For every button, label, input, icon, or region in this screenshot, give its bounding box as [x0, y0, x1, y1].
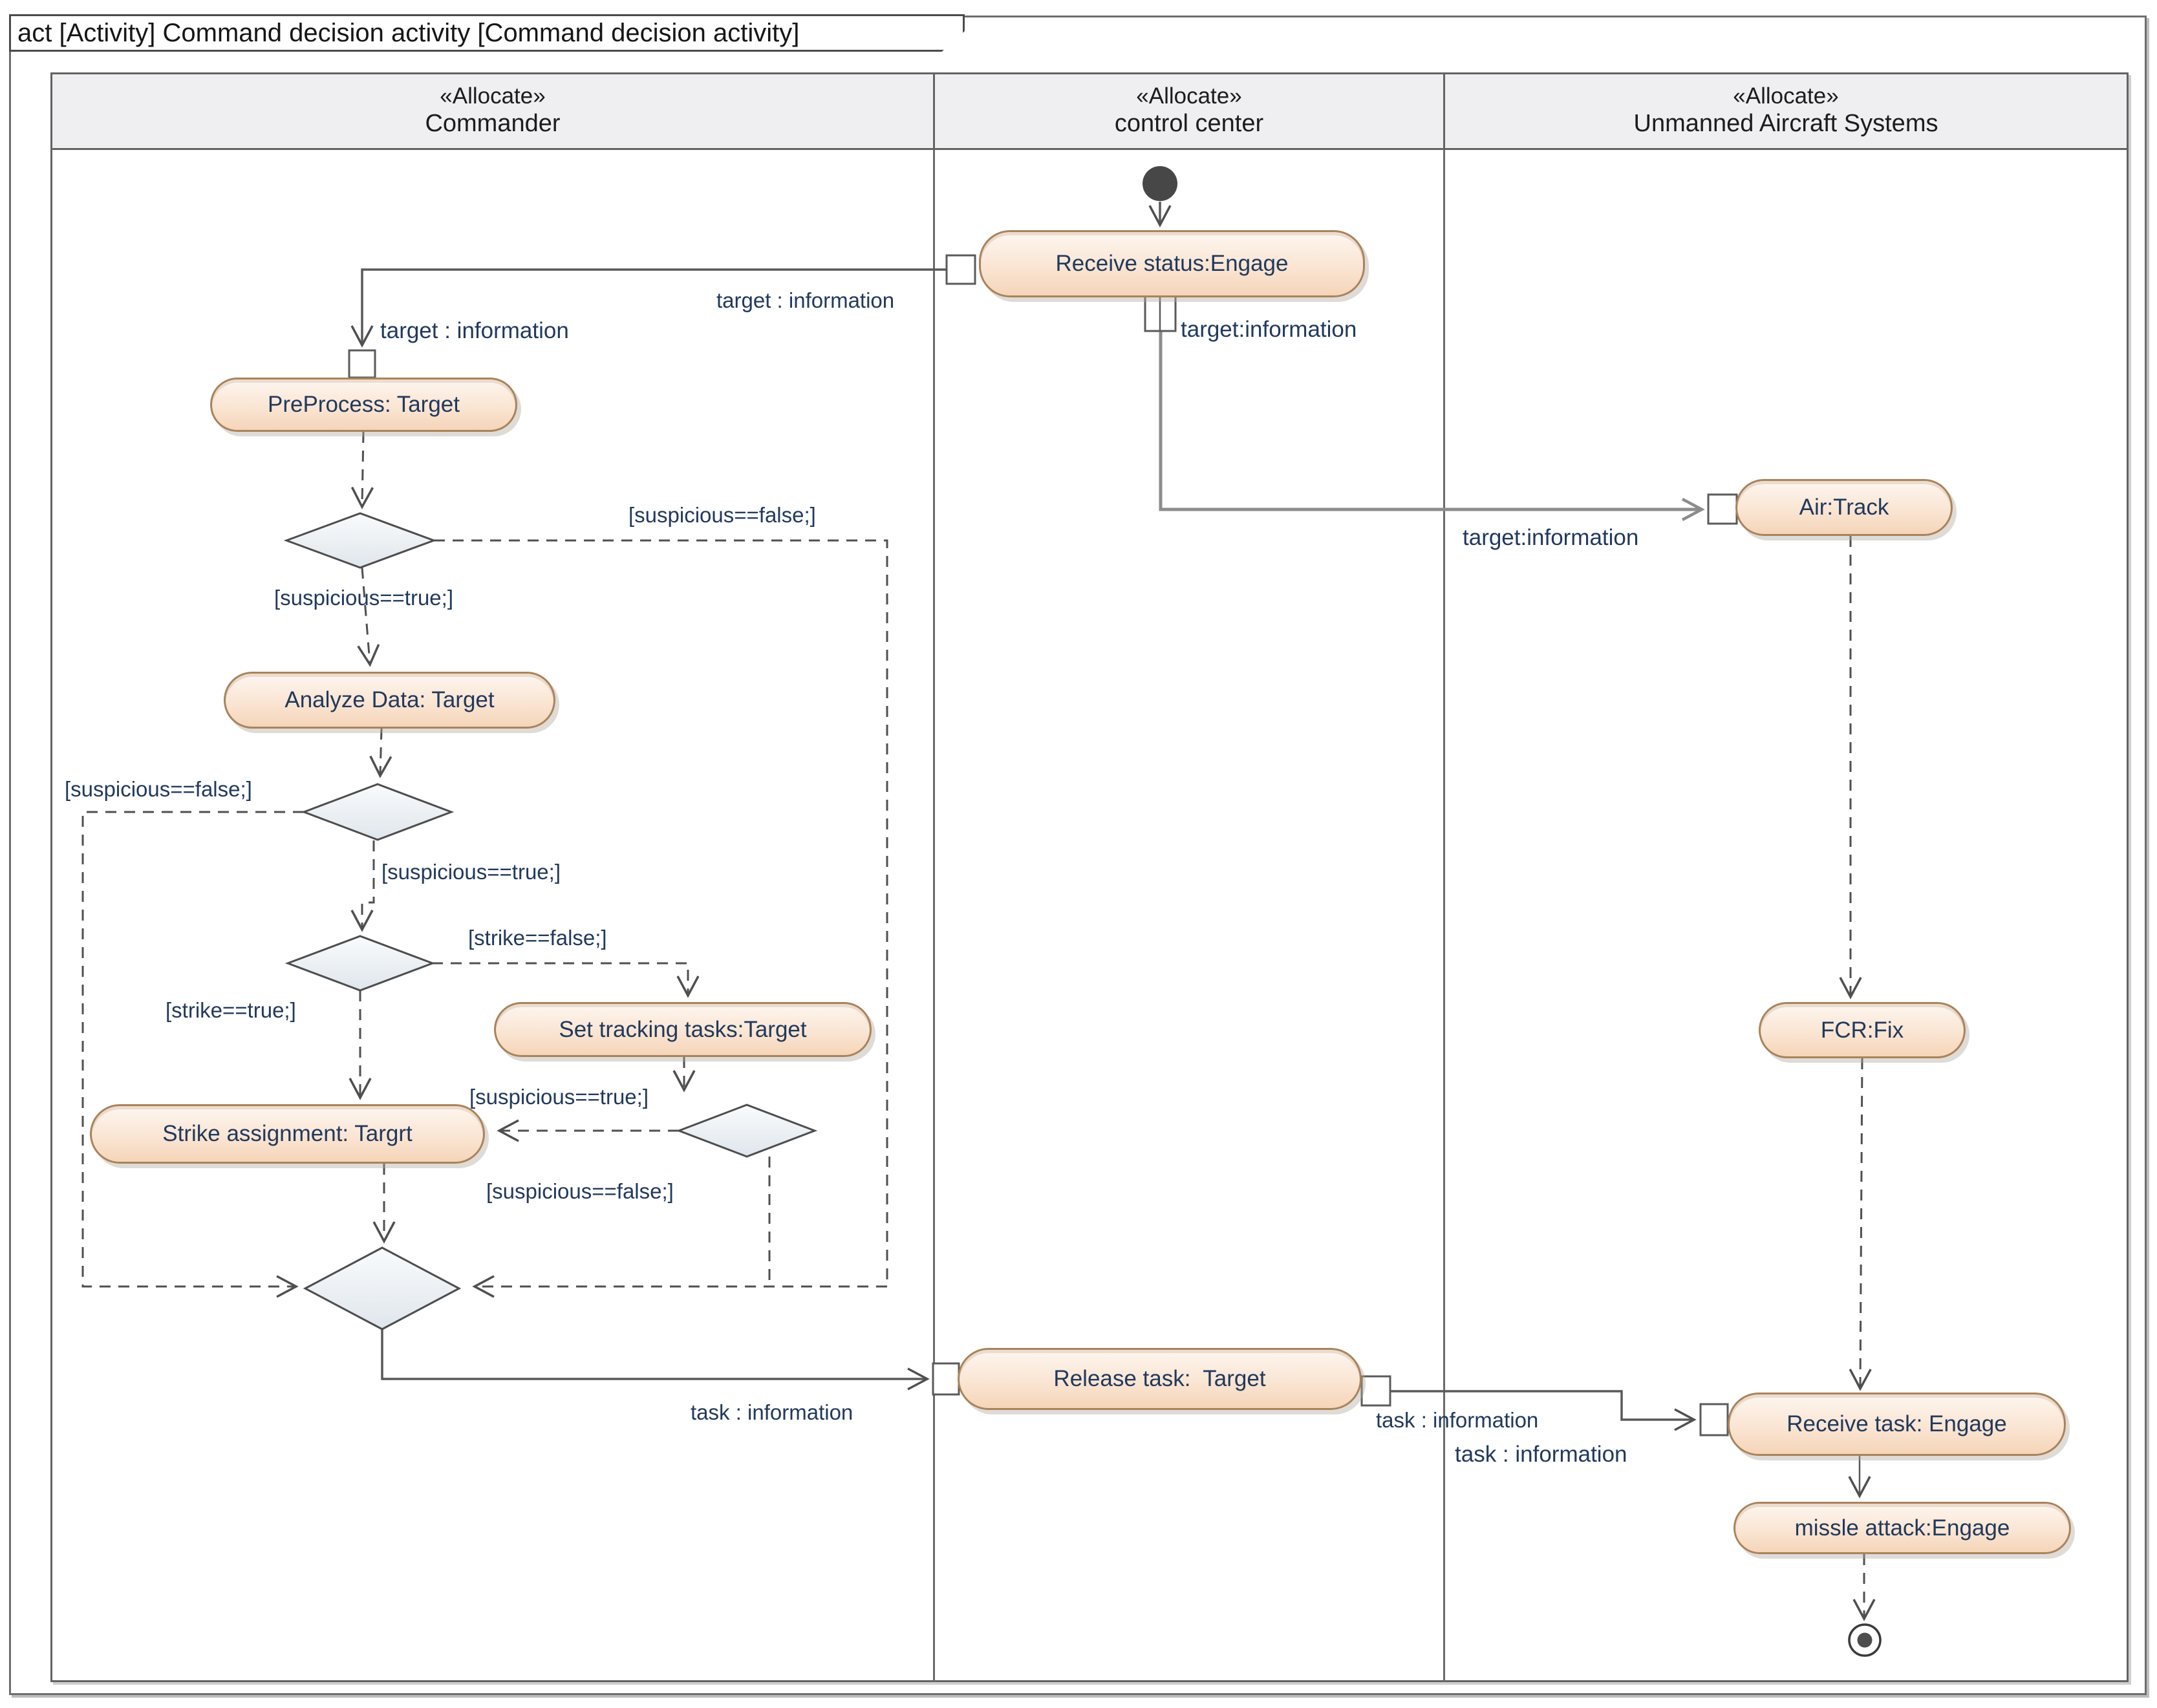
lane-header-row: «Allocate» Commander «Allocate» control … [50, 72, 2129, 150]
edge-decision3-false-to-set-tracking[interactable] [432, 962, 700, 998]
guard-suspicious-true: [suspicious==true;] [381, 860, 561, 884]
lane-name: control center [1114, 110, 1264, 138]
action-missle-attack[interactable]: missle attack:Engage [1733, 1502, 2071, 1554]
lane-separator-2 [1443, 72, 1445, 1682]
initial-node[interactable] [1143, 166, 1177, 201]
flow-label-task-information: task : information [1376, 1408, 1539, 1432]
decision2-suspicious[interactable] [301, 783, 455, 841]
action-release-task[interactable]: Release task: Target [958, 1348, 1362, 1410]
action-label: Release task: Target [1053, 1366, 1266, 1391]
action-strike-assignment[interactable]: Strike assignment: Targrt [90, 1104, 485, 1164]
action-label: Set tracking tasks:Target [559, 1016, 807, 1042]
guard-strike-true: [strike==true;] [166, 998, 296, 1022]
diagram-title: act [Activity] Command decision activity… [17, 18, 800, 47]
edge-receive-status-to-preprocess[interactable] [350, 268, 948, 348]
guard-suspicious-true: [suspicious==true;] [274, 586, 453, 610]
edge-preprocess-to-decision1[interactable] [350, 431, 374, 509]
edge-release-task-to-receive-task[interactable] [1390, 1390, 1697, 1431]
merge-node[interactable] [303, 1246, 462, 1330]
lane-name: Commander [425, 110, 561, 138]
action-set-tracking-tasks[interactable]: Set tracking tasks:Target [494, 1002, 872, 1057]
pin-preprocess-input[interactable] [348, 349, 376, 379]
action-analyze-data[interactable]: Analyze Data: Target [224, 672, 555, 729]
action-label: FCR:Fix [1820, 1017, 1904, 1043]
guard-suspicious-false: [suspicious==false;] [486, 1179, 674, 1203]
action-receive-task[interactable]: Receive task: Engage [1728, 1393, 2066, 1456]
flow-label-target-information: target : information [716, 288, 895, 312]
edge-decision2-true-to-decision3[interactable] [350, 840, 375, 932]
final-node-dot [1857, 1632, 1873, 1648]
pin-receive-status-output-left[interactable] [945, 254, 976, 285]
edge-decision1-true-to-analyze[interactable] [357, 567, 380, 667]
guard-strike-false: [strike==false;] [468, 926, 607, 950]
edge-merge-to-release-task[interactable] [381, 1329, 930, 1391]
action-label: missle attack:Engage [1794, 1515, 2010, 1541]
decision4-suspicious[interactable] [676, 1104, 818, 1158]
action-air-track[interactable]: Air:Track [1735, 479, 1953, 536]
diagram-title-tab: act [Activity] Command decision activity… [9, 14, 965, 52]
action-label: PreProcess: Target [268, 392, 460, 417]
lane-header-control-center[interactable]: «Allocate» control center [935, 74, 1445, 148]
lane-header-uas[interactable]: «Allocate» Unmanned Aircraft Systems [1445, 74, 2127, 148]
action-label: Analyze Data: Target [284, 687, 495, 712]
edge-fcr-to-receive-task[interactable] [1849, 1058, 1872, 1391]
action-preprocess[interactable]: PreProcess: Target [210, 378, 517, 432]
pin-release-task-output[interactable] [1360, 1375, 1391, 1407]
action-fcr-fix[interactable]: FCR:Fix [1759, 1002, 1966, 1058]
pin-receive-task-input[interactable] [1699, 1403, 1729, 1436]
lane-name: Unmanned Aircraft Systems [1633, 110, 1938, 138]
lane-stereotype: «Allocate» [1733, 83, 1839, 109]
lane-stereotype: «Allocate» [1136, 83, 1242, 109]
edge-receive-status-to-air-track[interactable] [1159, 331, 1705, 521]
action-label: Strike assignment: Targrt [162, 1121, 413, 1146]
edge-decision1-false-line[interactable] [434, 539, 888, 1286]
action-label: Receive task: Engage [1787, 1411, 2007, 1436]
guard-suspicious-false: [suspicious==false;] [65, 777, 252, 801]
guard-suspicious-false: [suspicious==false;] [628, 503, 816, 527]
decision1-suspicious[interactable] [283, 512, 437, 569]
action-receive-status[interactable]: Receive status:Engage [979, 230, 1365, 297]
pin-air-track-input[interactable] [1707, 493, 1738, 525]
flow-label-target-information: target:information [1181, 317, 1357, 342]
decision3-strike[interactable] [284, 935, 436, 992]
action-label: Air:Track [1799, 495, 1889, 520]
flow-label-task-information: task : information [691, 1400, 853, 1424]
pin-release-task-input[interactable] [932, 1362, 960, 1396]
action-label: Receive status:Engage [1055, 251, 1289, 276]
guard-suspicious-true: [suspicious==true;] [469, 1085, 649, 1109]
lane-header-commander[interactable]: «Allocate» Commander [52, 74, 935, 148]
edge-analyze-to-decision2[interactable] [369, 728, 392, 778]
flow-label-target-information: target : information [380, 318, 569, 343]
lane-separator-1 [933, 72, 935, 1682]
lane-stereotype: «Allocate» [440, 83, 546, 109]
flow-label-target-information: target:information [1463, 525, 1639, 550]
flow-label-task-information: task : information [1455, 1442, 1627, 1467]
edge-decision2-false-to-merge[interactable] [81, 811, 304, 1298]
